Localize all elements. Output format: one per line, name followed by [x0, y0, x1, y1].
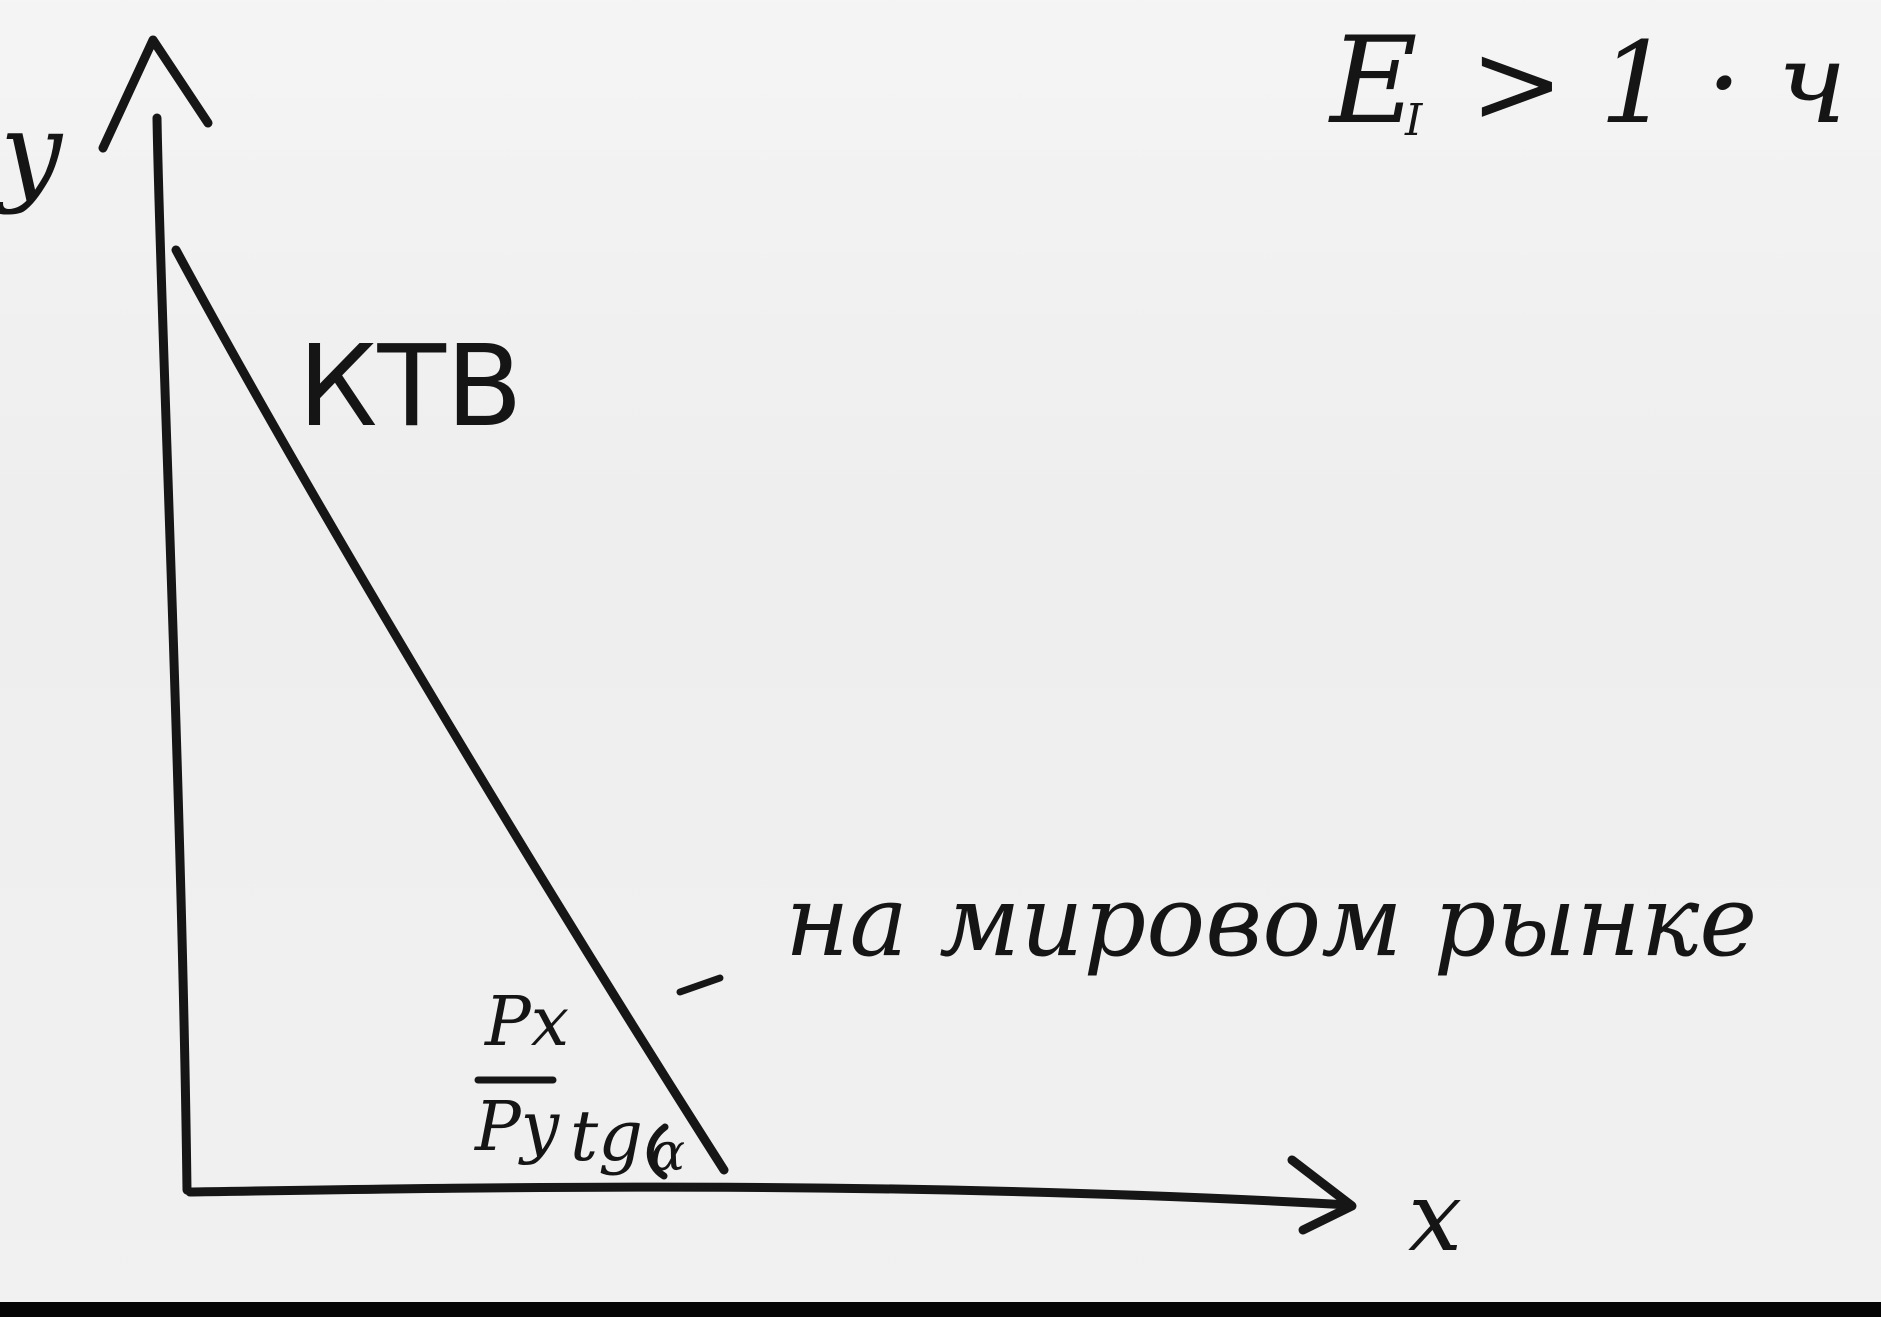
ktv-label: КТВ [298, 322, 523, 452]
y-axis-label: y [0, 88, 64, 216]
formula-subscript: I [1404, 95, 1424, 146]
bottom-edge-shadow [0, 1302, 1881, 1317]
x-axis-arrowhead [1287, 1155, 1357, 1235]
y-axis-arrowhead [98, 35, 213, 153]
ratio-numerator: Px [483, 983, 569, 1062]
y-axis-line [152, 113, 192, 1195]
formula-e: E [1328, 12, 1418, 151]
ktv-line [171, 245, 729, 1175]
ratio-denominator: Py [473, 1088, 561, 1167]
tg-label: tg [570, 1095, 643, 1177]
x-axis-line [185, 1182, 1355, 1210]
formula-rest: > 1 · ч [1470, 19, 1847, 149]
alpha-label: α [650, 1123, 685, 1183]
angle-arc [646, 1123, 669, 1180]
note-label: на мировом рынке [785, 865, 1757, 979]
pointer-dash [676, 974, 724, 996]
x-axis-label: x [1408, 1161, 1462, 1273]
